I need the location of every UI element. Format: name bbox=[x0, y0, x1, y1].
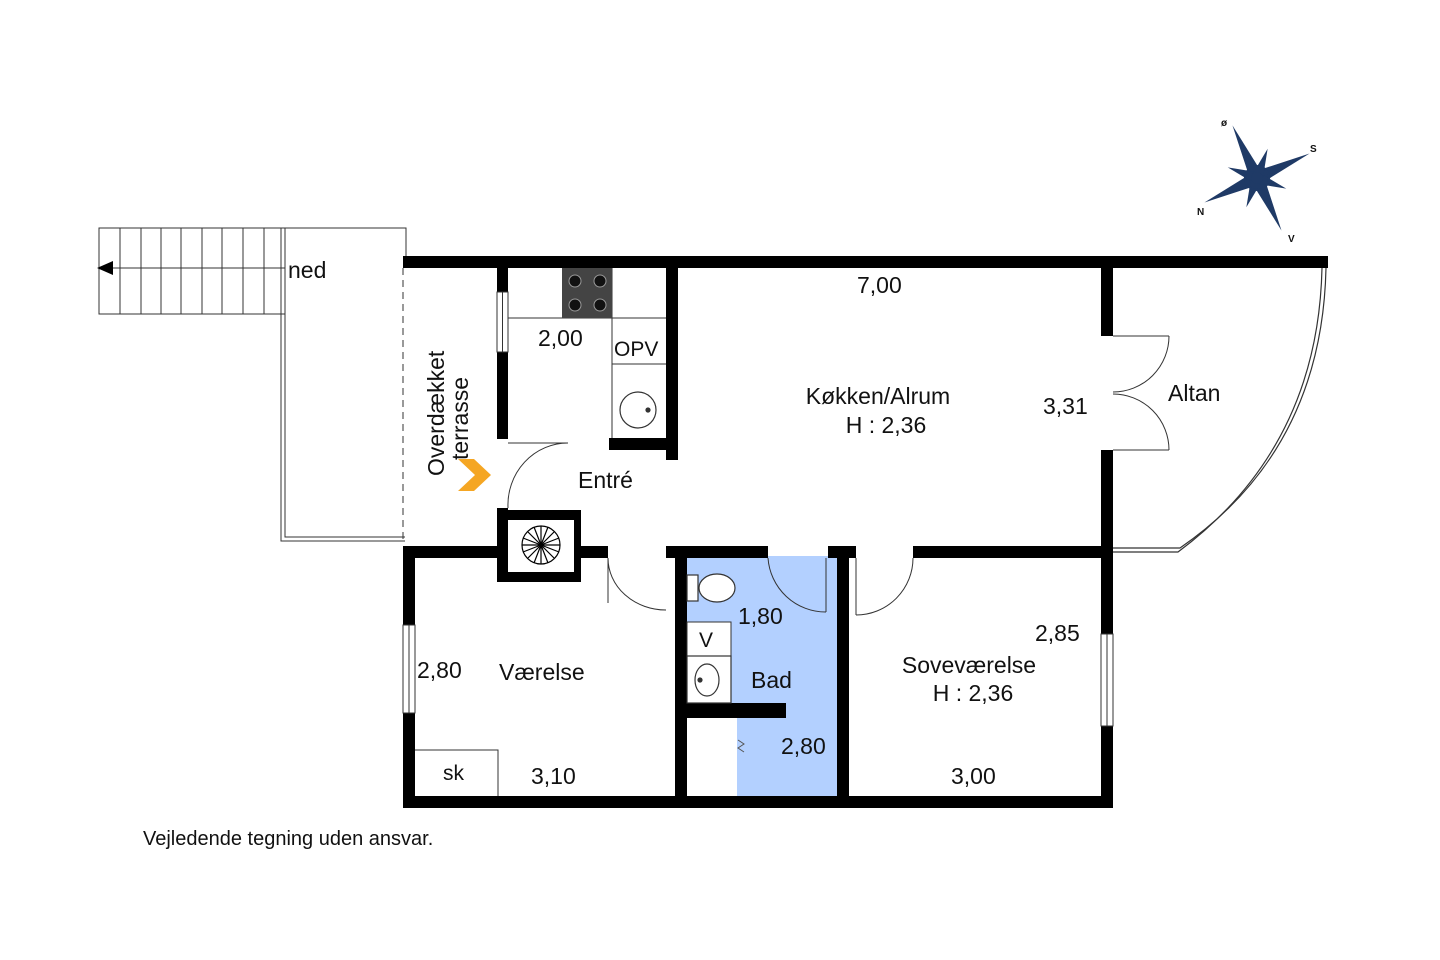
room-depth-dim: 2,80 bbox=[417, 657, 462, 683]
disclaimer-text: Vejledende tegning uden ansvar. bbox=[143, 828, 434, 850]
kitchen-sink-icon bbox=[619, 391, 657, 429]
entry-width-dim: 2,00 bbox=[538, 325, 583, 351]
bedroom-height: H : 2,36 bbox=[933, 680, 1014, 706]
shower-icon bbox=[737, 739, 745, 753]
bath-sink-icon bbox=[686, 655, 732, 704]
kitchen-depth-dim: 3,31 bbox=[1043, 393, 1088, 419]
room-label: Værelse bbox=[499, 659, 585, 685]
balcony-label: Altan bbox=[1168, 380, 1220, 406]
entry-label: Entré bbox=[578, 467, 633, 493]
washer-box bbox=[686, 621, 732, 657]
kitchen-height: H : 2,36 bbox=[846, 412, 927, 438]
compass-label-n: N bbox=[1197, 207, 1204, 218]
doors bbox=[497, 335, 1170, 616]
bedroom-depth-dim: 2,85 bbox=[1035, 620, 1080, 646]
compass-icon bbox=[1204, 125, 1310, 231]
closet-label: sk bbox=[443, 762, 465, 785]
bedroom-label: Soveværelse bbox=[902, 652, 1036, 678]
compass-label-v: V bbox=[1288, 234, 1295, 245]
stairs-arrow-icon bbox=[97, 261, 113, 275]
compass-label-s: S bbox=[1310, 144, 1317, 155]
bedroom-width-dim: 3,00 bbox=[951, 763, 996, 789]
stairs bbox=[98, 227, 286, 315]
bath-depth-dim: 2,80 bbox=[781, 733, 826, 759]
bath-floor bbox=[686, 556, 837, 796]
toilet-icon bbox=[686, 573, 736, 603]
balcony-outline bbox=[1110, 267, 1327, 553]
kitchen-label: Køkken/Alrum bbox=[806, 383, 950, 409]
bath-width-dim: 1,80 bbox=[738, 603, 783, 629]
fireplace-icon bbox=[521, 525, 561, 565]
dishwasher-label: OPV bbox=[614, 338, 658, 361]
stove-icon bbox=[562, 268, 612, 318]
closet bbox=[415, 749, 499, 796]
windows bbox=[402, 291, 1114, 727]
bath-label: Bad bbox=[751, 667, 792, 693]
stairs-label: ned bbox=[288, 257, 326, 283]
terrace-outline bbox=[280, 227, 407, 542]
terrace-label-line2: terrasse bbox=[447, 377, 473, 460]
compass-label-o: ø bbox=[1221, 118, 1228, 129]
entry-arrow-icon bbox=[458, 459, 491, 491]
terrace-label-line1: Overdækket bbox=[423, 350, 449, 476]
washer-label: V bbox=[699, 629, 713, 652]
room-width-dim: 3,10 bbox=[531, 763, 576, 789]
kitchen-width-dim: 7,00 bbox=[857, 272, 902, 298]
